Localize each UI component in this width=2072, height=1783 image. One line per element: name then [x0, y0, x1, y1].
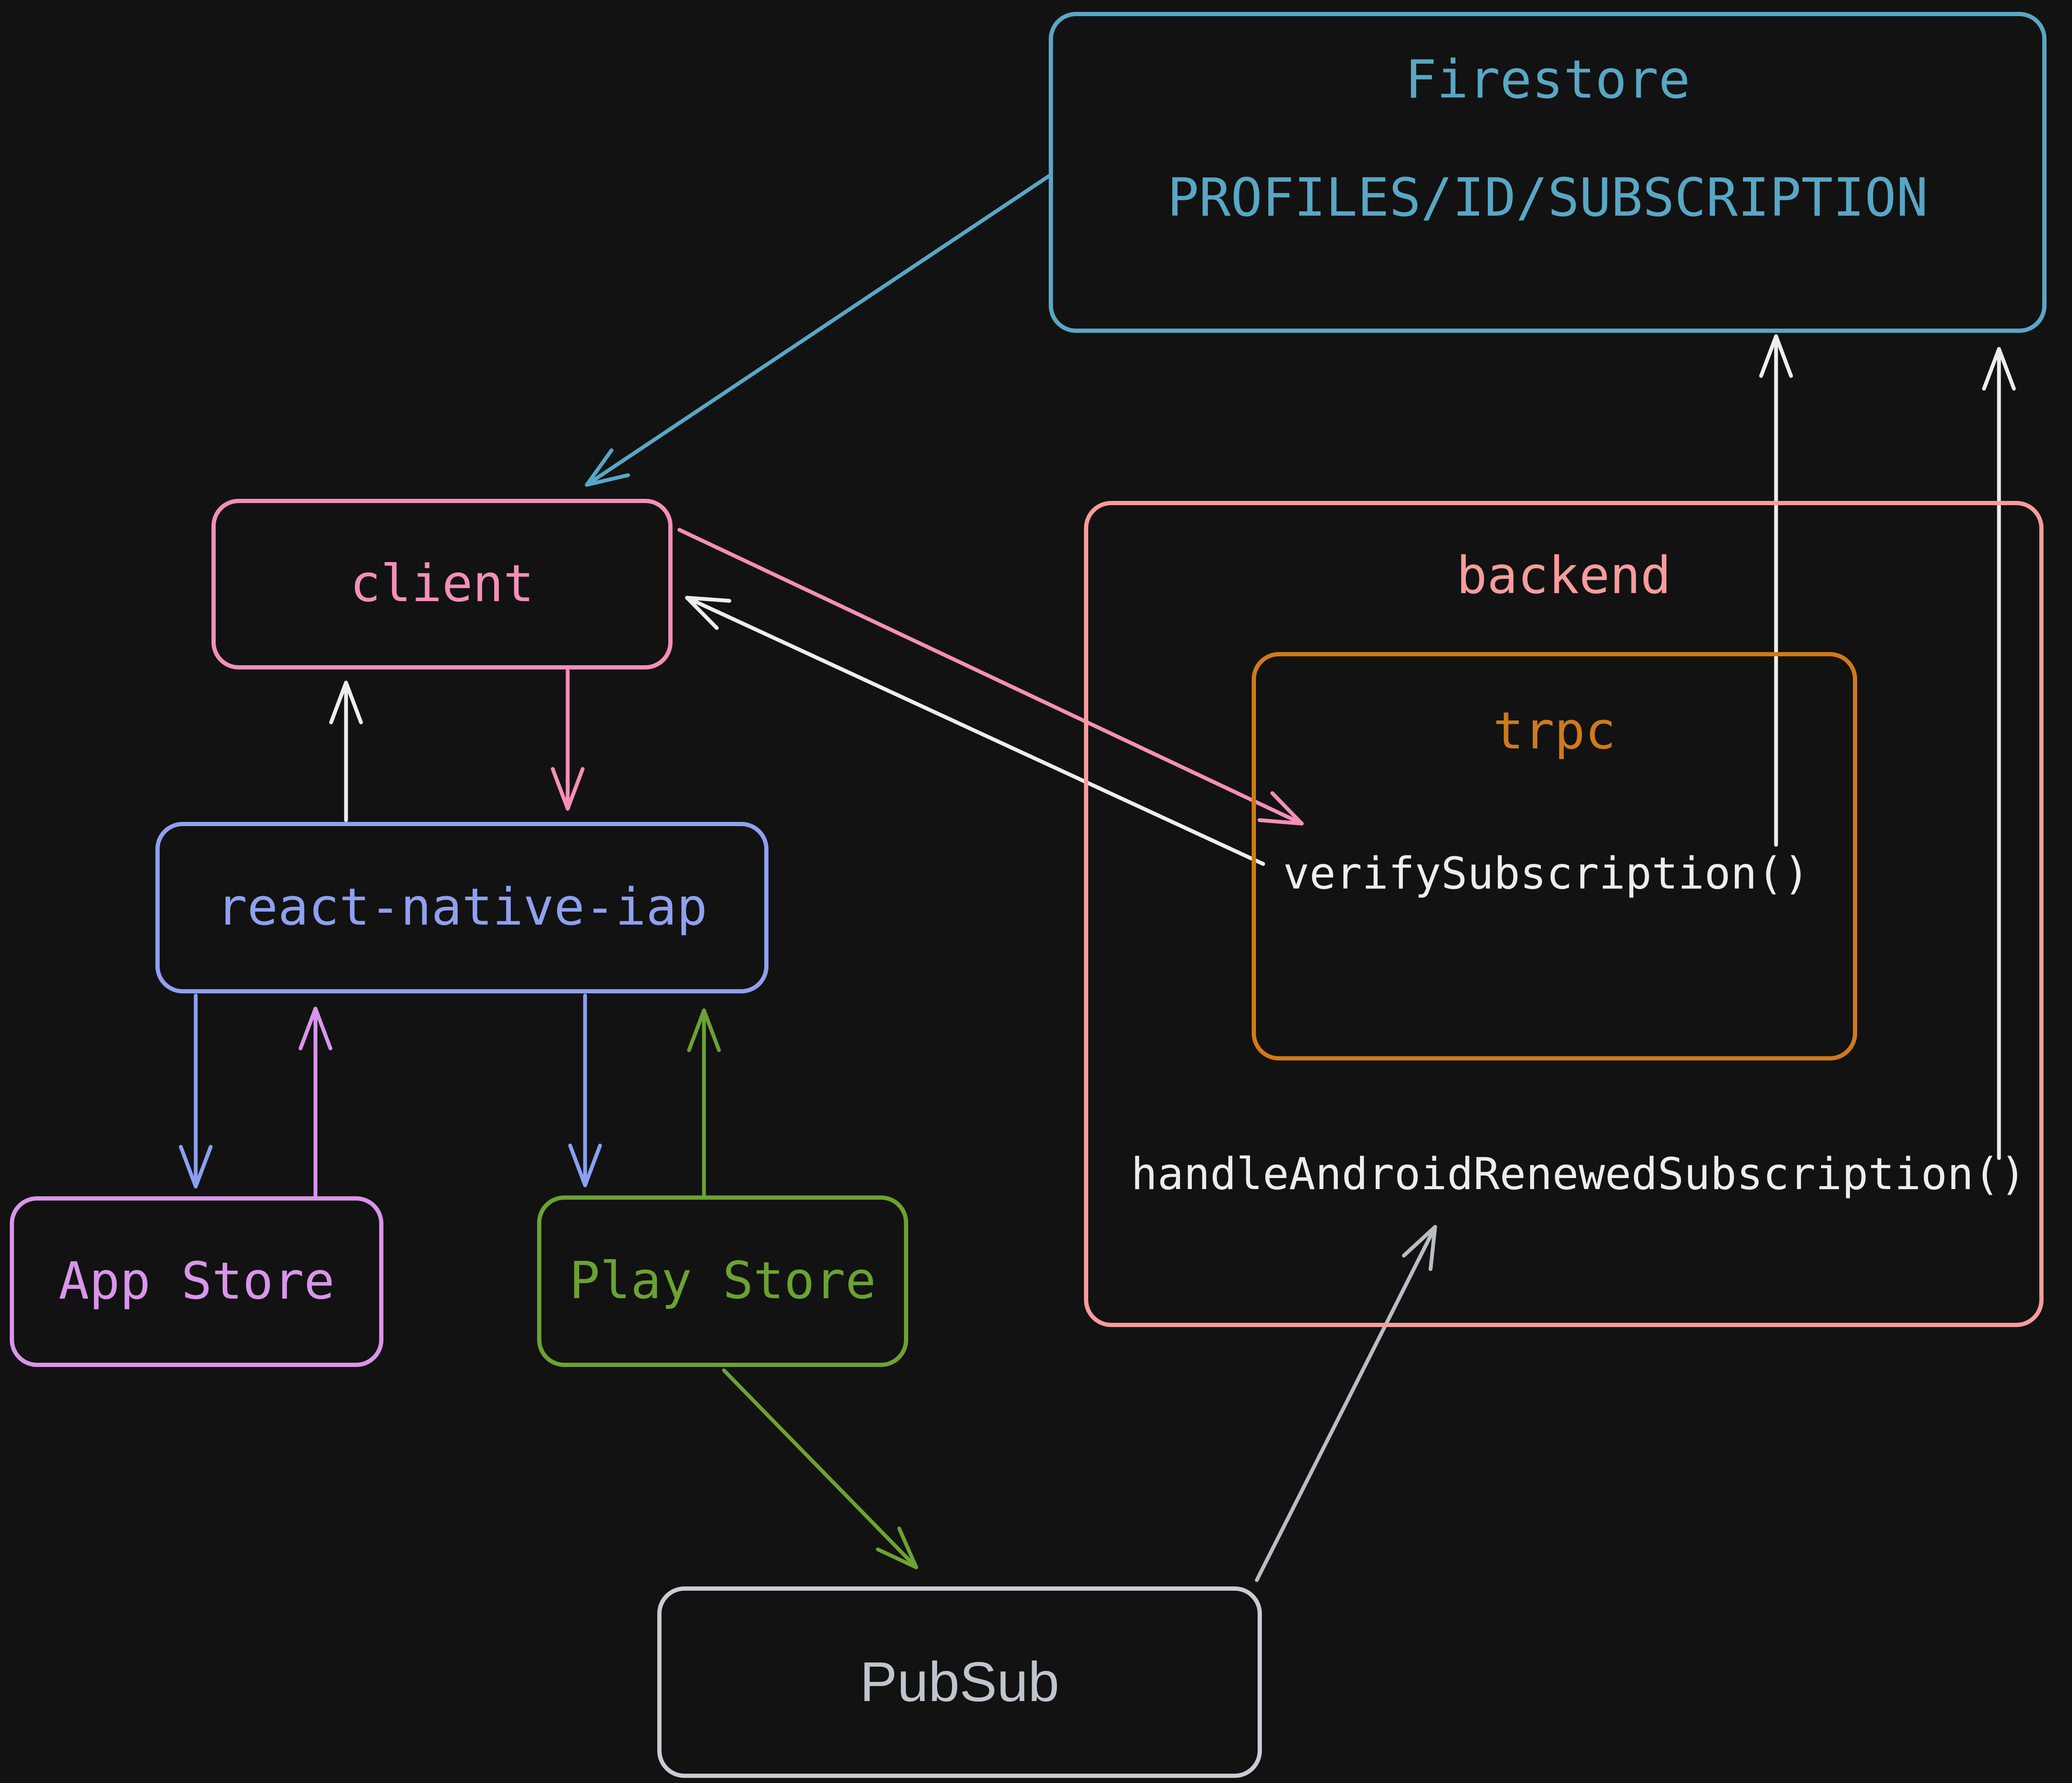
node-backend: backend [1084, 501, 2044, 1327]
node-pubsub: PubSub [657, 1586, 1262, 1778]
backend-label: backend [1456, 546, 1671, 605]
firestore-subscription-path: PROFILES/ID/SUBSCRIPTION [1167, 167, 1928, 228]
node-firestore: Firestore PROFILES/ID/SUBSCRIPTION [1049, 12, 2047, 333]
node-client: client [211, 499, 673, 669]
arrow-client-to-react-native-iap [551, 669, 585, 811]
trpc-label: trpc [1493, 702, 1616, 761]
arrow-verify-to-client [685, 596, 1265, 866]
handle-android-renewed-subscription-label: handleAndroidRenewedSubscription() [1131, 1149, 2027, 1200]
arrow-firestore-to-client [585, 174, 1051, 487]
verify-subscription-label: verifySubscription() [1283, 848, 1810, 899]
react-native-iap-label: react-native-iap [217, 878, 707, 937]
arrow-handle-android-to-firestore [1982, 347, 2016, 1160]
app-store-label: App Store [58, 1252, 335, 1311]
arrow-play-store-to-pubsub [722, 1368, 918, 1569]
arrow-react-native-iap-to-app-store [179, 993, 213, 1189]
firestore-title: Firestore [1405, 49, 1690, 110]
arrow-app-store-to-react-native-iap [298, 1007, 332, 1198]
node-app-store: App Store [10, 1196, 383, 1367]
node-play-store: Play Store [537, 1195, 908, 1367]
node-react-native-iap: react-native-iap [155, 822, 769, 993]
arrow-play-store-to-react-native-iap [687, 1008, 721, 1197]
arrow-react-native-iap-to-client [329, 681, 363, 822]
arrow-verify-to-firestore [1759, 334, 1793, 847]
pubsub-label: PubSub [860, 1651, 1059, 1713]
play-store-label: Play Store [569, 1251, 876, 1311]
arrow-pubsub-to-handle-android [1255, 1225, 1437, 1582]
node-trpc: trpc [1252, 652, 1857, 1060]
arrow-react-native-iap-to-play-store [568, 993, 602, 1187]
arrow-client-to-trpc [677, 528, 1304, 826]
client-label: client [350, 554, 534, 613]
